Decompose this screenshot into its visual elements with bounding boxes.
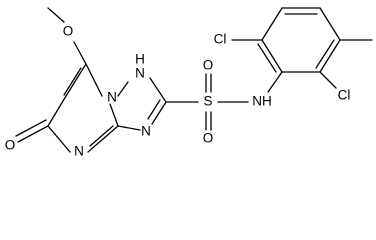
label-chlorine-top: Cl: [214, 32, 227, 47]
bond-c7-c6: [65, 63, 87, 97]
bond-c4b-c5b: [319, 7, 341, 41]
bond-c5-o: [17, 125, 49, 143]
label-amide-nh: NH: [252, 94, 272, 109]
label-methoxy-oxygen: O: [63, 24, 74, 39]
label-chlorine-bottom: Cl: [338, 88, 351, 103]
bond-methyl-o: [47, 7, 65, 23]
label-sulfonyl-oxygen-bottom: O: [203, 131, 214, 146]
label-bridge-nitrogen: N: [107, 90, 117, 105]
label-triazole-h: H: [135, 52, 145, 67]
bond-c2-n3-double: [147, 99, 161, 120]
bond-n8-c7: [85, 63, 103, 97]
bond-c5-o-double: [15, 119, 47, 137]
bond-c2-n3: [151, 101, 167, 125]
bond-c1-c2b-inner: [257, 43, 277, 73]
bond-c5b-c6b: [319, 39, 341, 73]
bond-nh-c1: [267, 71, 283, 93]
bond-n1-c2: [149, 77, 167, 103]
label-carbonyl-oxygen: O: [5, 138, 16, 153]
bond-n4-c3a: [87, 125, 119, 153]
label-pyrimidine-nitrogen: N: [74, 144, 84, 156]
bond-o-c7: [73, 41, 87, 65]
bond-c1-c2b: [261, 39, 283, 73]
bond-c3a-n8: [109, 103, 119, 127]
label-triazole-n3: N: [141, 124, 151, 139]
label-sulfonyl-oxygen-top: O: [203, 58, 214, 73]
bond-c2b-c3b: [261, 7, 283, 41]
bond-c6-c5: [47, 95, 67, 127]
bond-c5-n4: [47, 125, 71, 153]
bond-n8-n1: [117, 81, 129, 97]
bond-n4-c3a-double: [89, 125, 114, 147]
bond-c6b-cl: [319, 71, 337, 89]
bond-n3-c3a: [117, 125, 141, 131]
bond-c5b-c6b-inner: [315, 39, 335, 69]
label-triazole-n1: N: [135, 66, 145, 81]
chemical-structure-diagram: O N H N N N O S O O NH Cl Cl: [5, 7, 373, 156]
bond-c7-c6-double: [63, 67, 82, 96]
label-sulfur: S: [203, 94, 212, 109]
